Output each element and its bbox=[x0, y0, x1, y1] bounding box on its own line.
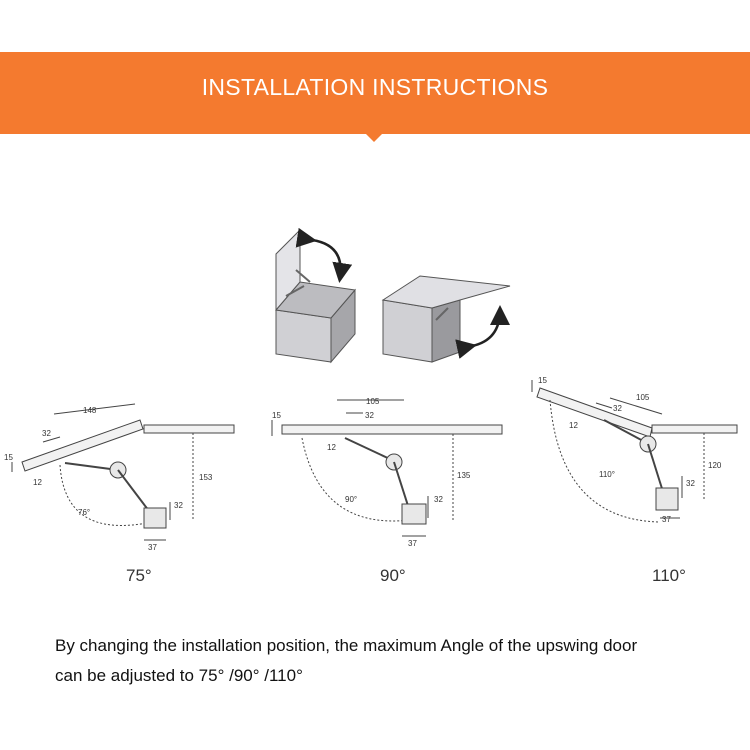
dimension-label: 32 bbox=[613, 404, 622, 413]
dimension-label: 120 bbox=[708, 461, 722, 470]
cabinet-open-illustration bbox=[275, 227, 356, 364]
diagram-110 bbox=[531, 380, 738, 523]
dimension-label: 32 bbox=[434, 495, 443, 504]
dimension-label: 105 bbox=[636, 393, 650, 402]
angle-label-90: 90° bbox=[380, 566, 406, 585]
dimension-label: 32 bbox=[174, 501, 183, 510]
caption-line-2: can be adjusted to 75° /90° /110° bbox=[55, 666, 303, 685]
dimension-label: 15 bbox=[538, 376, 547, 385]
dimension-label: 153 bbox=[199, 473, 213, 482]
dimension-label: 12 bbox=[33, 478, 42, 487]
dimension-label: 105 bbox=[366, 397, 380, 406]
dimension-label: 37 bbox=[408, 539, 417, 548]
dimension-label: 37 bbox=[148, 543, 157, 552]
header-banner bbox=[0, 52, 750, 134]
diagram-90 bbox=[271, 399, 503, 537]
angle-label-75: 75° bbox=[126, 566, 152, 585]
angle-label-110: 110° bbox=[652, 566, 686, 585]
dimension-label: 32 bbox=[42, 429, 51, 438]
dimension-label: 135 bbox=[457, 471, 471, 480]
dimension-label: 12 bbox=[327, 443, 336, 452]
dimension-label: 12 bbox=[569, 421, 578, 430]
dimension-label: 76° bbox=[78, 508, 90, 517]
dimension-label: 37 bbox=[662, 515, 671, 524]
diagram-75 bbox=[11, 403, 235, 541]
page-title: INSTALLATION INSTRUCTIONS bbox=[201, 74, 549, 100]
dimension-label: 15 bbox=[4, 453, 13, 462]
cabinet-lift-illustration bbox=[381, 275, 511, 363]
dimension-label: 148 bbox=[83, 406, 97, 415]
dimension-label: 15 bbox=[272, 411, 281, 420]
banner-notch bbox=[366, 134, 382, 142]
dimension-label: 32 bbox=[686, 479, 695, 488]
caption-line-1: By changing the installation position, t… bbox=[55, 636, 638, 655]
dimension-label: 110° bbox=[599, 470, 615, 479]
dimension-label: 90° bbox=[345, 495, 357, 504]
dimension-label: 32 bbox=[365, 411, 374, 420]
